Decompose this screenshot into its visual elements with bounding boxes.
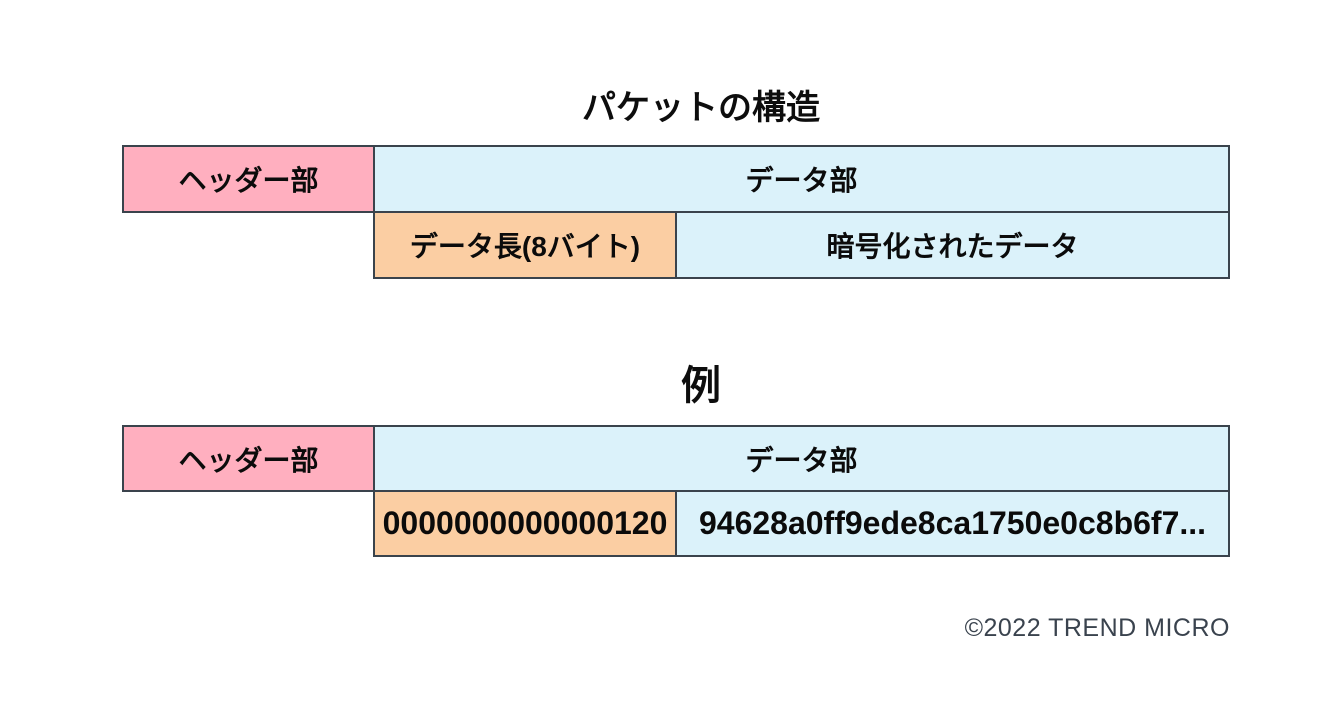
example-title: 例 (681, 364, 721, 408)
example-length-cell: 0000000000000120 (373, 490, 677, 557)
example-header-cell: ヘッダー部 (122, 425, 375, 492)
example-encrypted-value: 94628a0ff9ede8ca1750e0c8b6f7... (698, 505, 1207, 541)
example-row-sub: 0000000000000120 94628a0ff9ede8ca1750e0c… (373, 490, 1230, 557)
structure-table: ヘッダー部 データ部 データ長(8バイト) 暗号化されたデータ (122, 145, 1230, 279)
example-encrypted-cell: 94628a0ff9ede8ca1750e0c8b6f7... (675, 490, 1230, 557)
structure-length-cell: データ長(8バイト) (373, 211, 677, 279)
example-data-label: データ部 (745, 444, 858, 476)
example-row-top: ヘッダー部 データ部 (122, 425, 1230, 492)
example-table: ヘッダー部 データ部 0000000000000120 94628a0ff9ed… (122, 425, 1230, 557)
structure-header-label: ヘッダー部 (178, 165, 319, 196)
structure-length-label: データ長(8バイト) (409, 231, 641, 262)
structure-title: パケットの構造 (582, 89, 820, 127)
example-data-cell: データ部 (373, 425, 1230, 492)
structure-encrypted-label: 暗号化されたデータ (826, 231, 1079, 262)
structure-row-sub: データ長(8バイト) 暗号化されたデータ (373, 211, 1230, 279)
structure-data-label: データ部 (745, 165, 858, 196)
structure-encrypted-cell: 暗号化されたデータ (675, 211, 1230, 279)
structure-row-top: ヘッダー部 データ部 (122, 145, 1230, 213)
structure-header-cell: ヘッダー部 (122, 145, 375, 213)
example-length-value: 0000000000000120 (382, 505, 668, 541)
structure-data-cell: データ部 (373, 145, 1230, 213)
copyright-text: ©2022 TREND MICRO (964, 614, 1230, 642)
example-header-label: ヘッダー部 (178, 444, 319, 476)
